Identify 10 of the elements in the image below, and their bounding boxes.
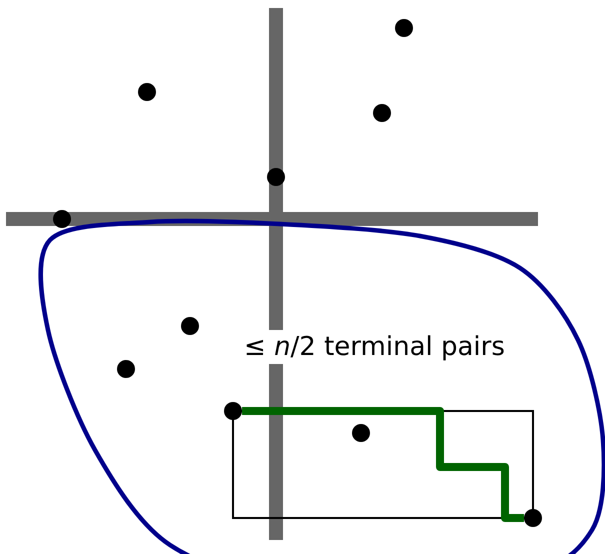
point-dot	[181, 317, 199, 335]
point-dot	[224, 402, 242, 420]
point-dot	[117, 360, 135, 378]
point-dot	[138, 83, 156, 101]
point-dot	[395, 19, 413, 37]
point-dot	[352, 424, 370, 442]
point-dot	[267, 168, 285, 186]
point-dot	[524, 509, 542, 527]
point-dot	[53, 210, 71, 228]
point-dot	[373, 104, 391, 122]
